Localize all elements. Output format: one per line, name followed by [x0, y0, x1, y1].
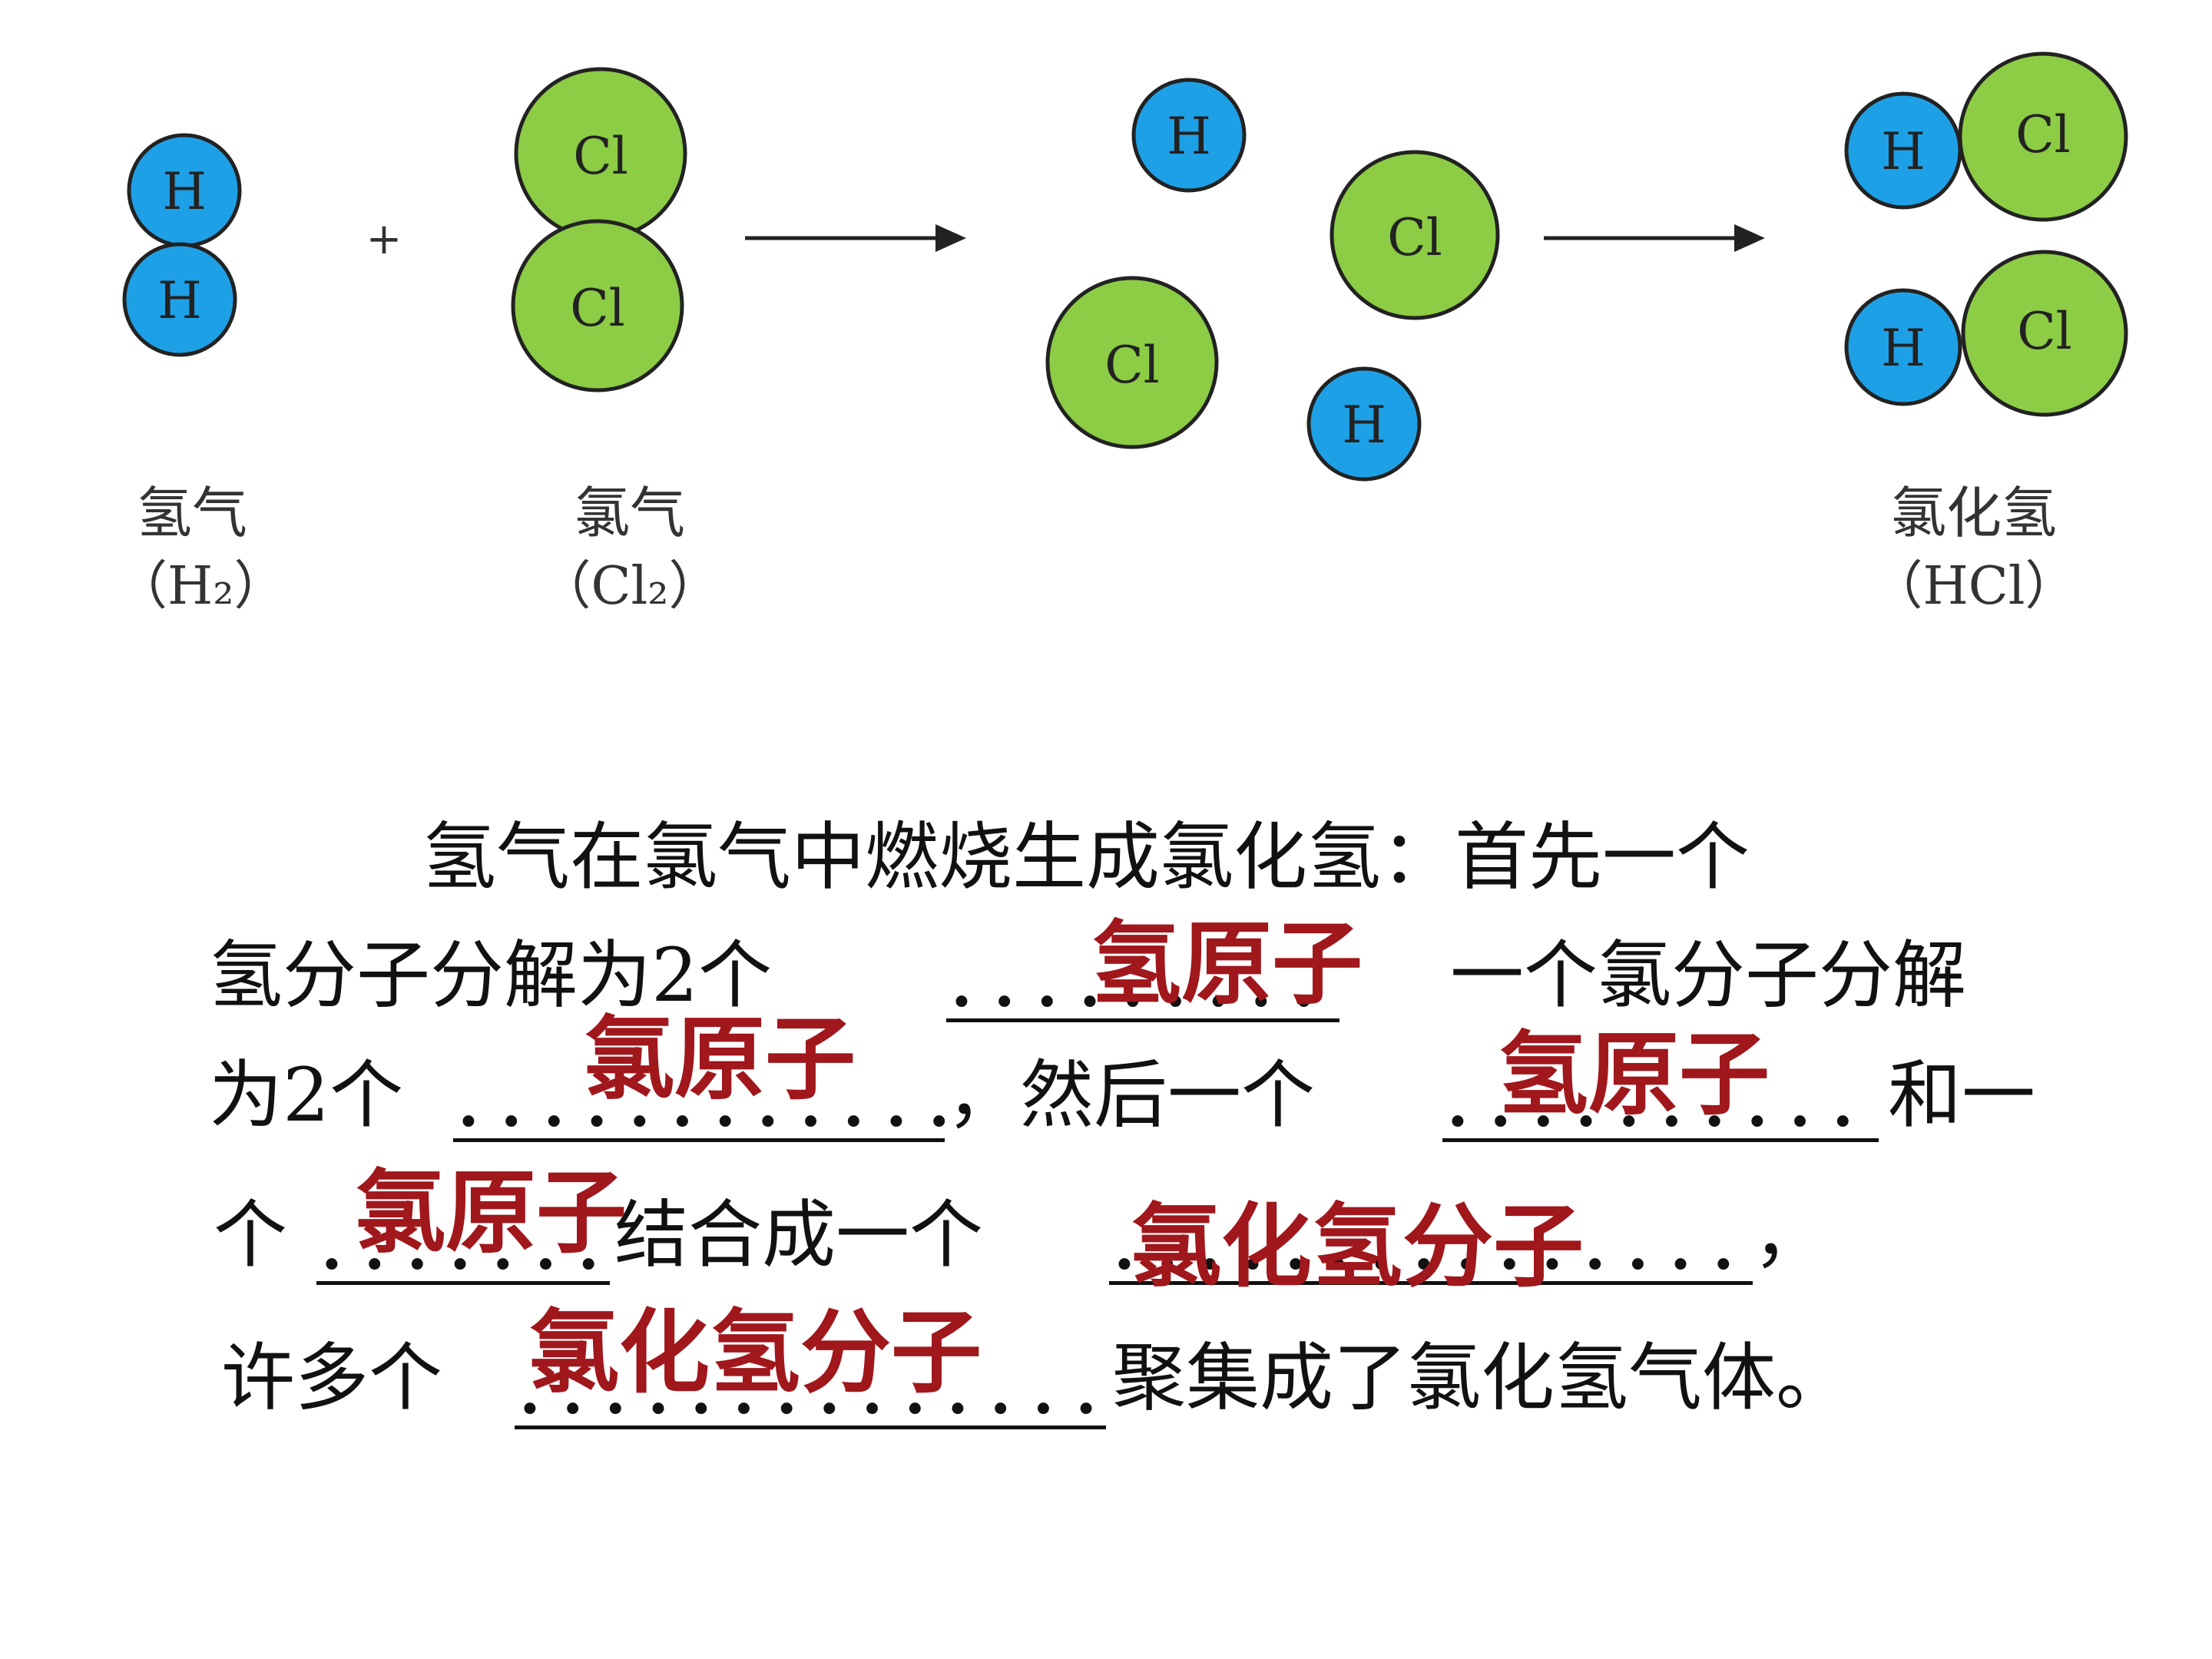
hydrogen-atom	[1131, 78, 1247, 193]
label-formula: （Cl₂）	[538, 556, 721, 617]
text-line-3a: 为2个	[209, 1052, 404, 1138]
separated-atoms: H Cl Cl H	[1045, 78, 1500, 482]
hydrogen-label: 氢气 （H₂）	[115, 485, 286, 617]
answer-2: 氯原子	[584, 1005, 856, 1112]
chlorine-molecule: Cl Cl	[511, 67, 687, 392]
hydrogen-atom	[1306, 366, 1422, 482]
chlorine-atom	[1330, 150, 1500, 320]
atom-symbol: Cl	[2015, 105, 2071, 164]
hydrogen-molecule: H H	[122, 133, 242, 357]
reaction-arrow	[1544, 224, 1765, 252]
hydrogen-atom	[1844, 288, 1962, 406]
text-line-3b: ，然后一个	[946, 1052, 1315, 1138]
answer-1: 氢原子	[1091, 910, 1363, 1017]
label-formula: （HCl）	[1870, 556, 2078, 617]
label-name: 氢气	[136, 481, 247, 545]
text-line-2b: 一个氯分子分解	[1450, 932, 1966, 1018]
answer-3: 氢原子	[1498, 1021, 1770, 1128]
text-line-5b: 聚集成了氯化氢气体。	[1112, 1335, 1849, 1421]
chlorine-atom	[1961, 250, 2128, 417]
label-formula: （H₂）	[115, 556, 286, 617]
blank-4[interactable]	[316, 1217, 610, 1285]
hydrogen-atom	[122, 242, 237, 357]
atom-symbol: Cl	[573, 127, 628, 186]
hydrogen-atom	[1844, 91, 1962, 210]
atom-symbol: Cl	[2017, 302, 2072, 361]
reaction-diagram: H H + Cl Cl H Cl Cl H H Cl H	[122, 51, 2128, 482]
atom-symbol: H	[1881, 319, 1926, 378]
blank-2[interactable]	[453, 1074, 945, 1142]
atom-symbol: H	[157, 271, 202, 330]
hcl-molecule: H Cl	[1844, 250, 2128, 417]
text-line-4a: 个	[214, 1192, 287, 1278]
text-line-2a: 氢分子分解为2个	[209, 932, 773, 1018]
chlorine-label: 氯气 （Cl₂）	[538, 485, 722, 613]
blank-3[interactable]	[1442, 1074, 1879, 1142]
hcl-molecule: H Cl	[1844, 51, 2128, 222]
atom-symbol: H	[1881, 122, 1926, 181]
text-line-4b: 结合成一个	[614, 1192, 983, 1278]
label-name: 氯化氢	[1890, 481, 2057, 545]
text-line-4c: ，	[1753, 1192, 1826, 1278]
chlorine-atom	[511, 219, 684, 392]
label-name: 氯气	[574, 481, 685, 545]
answer-4: 氯原子	[355, 1159, 628, 1266]
hcl-label: 氯化氢 （HCl）	[1859, 485, 2089, 613]
text-line-1: 氢气在氯气中燃烧生成氯化氢：首先一个	[422, 814, 1750, 900]
chlorine-atom	[1045, 276, 1219, 449]
atom-symbol: Cl	[1104, 336, 1160, 395]
plus-sign: +	[366, 214, 402, 264]
blank-5[interactable]	[1109, 1217, 1753, 1285]
text-line-5a: 许多个	[221, 1335, 442, 1421]
atom-symbol: H	[162, 162, 207, 221]
reaction-arrow	[745, 224, 966, 252]
answer-6: 氯化氢分子	[528, 1299, 982, 1406]
atom-symbol: Cl	[1387, 208, 1442, 267]
atom-symbol: H	[1342, 396, 1386, 455]
atom-symbol: H	[1167, 107, 1211, 166]
atom-symbol: Cl	[570, 279, 625, 338]
text-line-3c: 和一	[1888, 1052, 2035, 1138]
answer-5: 氯化氢分子	[1131, 1193, 1584, 1300]
blank-6[interactable]	[515, 1361, 1106, 1429]
blank-1[interactable]	[946, 954, 1339, 1022]
